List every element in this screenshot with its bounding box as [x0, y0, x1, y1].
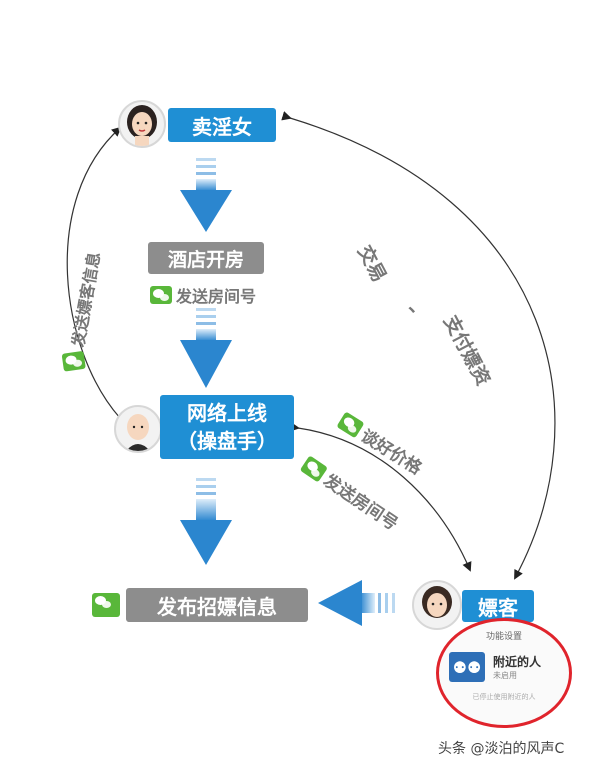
wechat-icon [150, 286, 172, 304]
phone-title: 附近的人 [493, 655, 542, 669]
operator-avatar [114, 405, 162, 453]
operator-line1: 网络上线 [187, 401, 267, 425]
watermark: 头条 @淡泊的风声C [438, 741, 565, 757]
node-hotel: 酒店开房 [148, 242, 264, 274]
send-room-label-1: 发送房间号 [150, 283, 256, 307]
send-room-text-1: 发送房间号 [176, 287, 257, 306]
phone-header: 功能设置 [485, 632, 522, 642]
phone-footer: 已停止使用附近的人 [472, 693, 536, 701]
edge-operator-client [289, 422, 472, 572]
seller-avatar [118, 100, 166, 148]
wechat-icon [92, 593, 120, 617]
client-face-icon [422, 586, 452, 618]
nearby-people-icon: ⚉⚉ [449, 652, 485, 682]
phone-nearby-screenshot: 功能设置 ⚉⚉ 附近的人 未启用 已停止使用附近的人 [436, 618, 572, 728]
edge-operator-to-seller [66, 126, 122, 419]
flow-arrow-left [318, 580, 395, 626]
wechat-icon [61, 350, 86, 372]
flow-arrow-2 [180, 308, 232, 388]
node-publish-group: 发布招嫖信息 [92, 588, 308, 622]
node-operator: 网络上线 （操盘手） [160, 395, 294, 459]
phone-sub: 未启用 [493, 671, 517, 680]
operator-line2: （操盘手） [177, 429, 277, 453]
edge-label-dot: 、 [408, 294, 428, 316]
woman-face-icon [127, 105, 157, 146]
node-publish: 发布招嫖信息 [126, 588, 308, 622]
man-face-icon [126, 414, 150, 451]
flow-arrow-1 [180, 158, 232, 232]
client-avatar [412, 580, 462, 630]
node-client: 嫖客 [462, 590, 534, 622]
edge-seller-client [281, 111, 556, 580]
node-seller: 卖淫女 [168, 108, 276, 142]
flow-arrow-3 [180, 478, 232, 565]
